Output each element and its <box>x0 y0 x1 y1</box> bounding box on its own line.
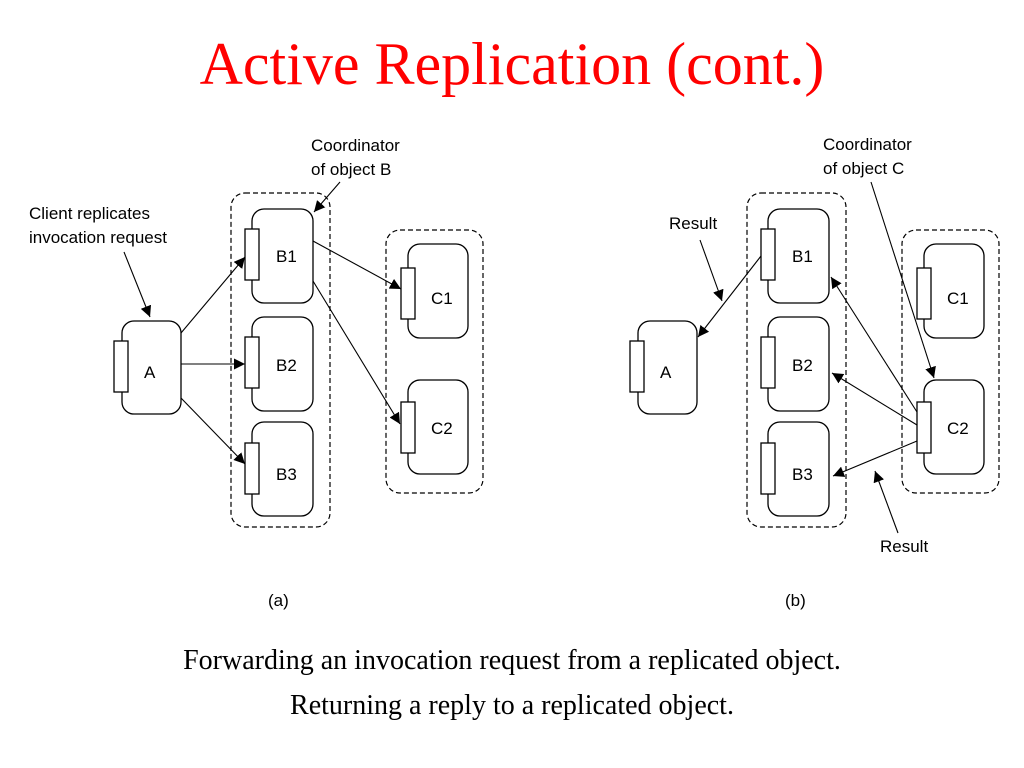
object-c2: C2 <box>400 379 469 475</box>
svg-text:B1: B1 <box>276 247 297 266</box>
annotation-coordinator-c-line2: of object C <box>823 159 904 178</box>
group-b-b <box>746 192 847 528</box>
svg-text:C1: C1 <box>431 289 453 308</box>
object-b1-b: B1 <box>760 208 830 304</box>
sublabel-b: (b) <box>785 591 806 610</box>
arrow-c2-b2 <box>831 372 918 426</box>
sublabel-a: (a) <box>268 591 289 610</box>
annotation-coordinator-b-line1: Coordinator <box>311 136 400 155</box>
svg-text:B3: B3 <box>276 465 297 484</box>
caption-line-2: Returning a reply to a replicated object… <box>290 690 734 721</box>
svg-text:B3: B3 <box>792 465 813 484</box>
object-b2-b: B2 <box>760 316 830 412</box>
group-c-b <box>901 229 1000 494</box>
annotation-client-line2: invocation request <box>29 228 167 247</box>
arrow-c2-b1 <box>830 276 918 413</box>
object-c1: C1 <box>400 243 469 339</box>
object-b1: B1 <box>244 208 314 304</box>
arrow-c2-b3 <box>832 440 918 477</box>
svg-text:C2: C2 <box>947 419 969 438</box>
svg-text:A: A <box>144 363 156 382</box>
arrow-result-top-annotation <box>699 239 724 302</box>
annotation-result-bottom: Result <box>880 537 928 556</box>
caption-line-1: Forwarding an invocation request from a … <box>183 645 841 676</box>
object-a-b: A <box>629 320 698 415</box>
object-a: A <box>113 320 182 415</box>
svg-text:B2: B2 <box>276 356 297 375</box>
object-b2: B2 <box>244 316 314 412</box>
svg-text:A: A <box>660 363 672 382</box>
annotation-coordinator-b-line2: of object B <box>311 160 391 179</box>
arrow-b1-c1 <box>312 240 402 290</box>
slide-title: Active Replication (cont.) <box>199 31 825 97</box>
svg-text:B1: B1 <box>792 247 813 266</box>
svg-text:C1: C1 <box>947 289 969 308</box>
diagram-a: A B1 B2 B3 C1 C2 <box>29 136 484 610</box>
object-b3: B3 <box>244 421 314 517</box>
object-c2-b: C2 <box>916 379 985 475</box>
annotation-result-top: Result <box>669 214 717 233</box>
arrow-client-annotation <box>123 251 152 318</box>
arrow-result-bottom-annotation <box>873 470 899 534</box>
arrow-b1-a <box>697 255 762 338</box>
group-c-a <box>385 229 484 494</box>
arrow-a-b1 <box>180 256 246 334</box>
arrow-coordinator-c <box>870 181 936 379</box>
object-c1-b: C1 <box>916 243 985 339</box>
group-b-a <box>230 192 331 528</box>
arrow-coordinator-b <box>313 181 341 213</box>
arrow-b1-c2 <box>312 280 401 425</box>
diagram-b: A B1 B2 B3 C1 C2 <box>629 135 1000 610</box>
annotation-coordinator-c-line1: Coordinator <box>823 135 912 154</box>
annotation-client-line1: Client replicates <box>29 204 150 223</box>
svg-text:C2: C2 <box>431 419 453 438</box>
arrow-a-b3 <box>180 397 246 465</box>
object-b3-b: B3 <box>760 421 830 517</box>
svg-text:B2: B2 <box>792 356 813 375</box>
